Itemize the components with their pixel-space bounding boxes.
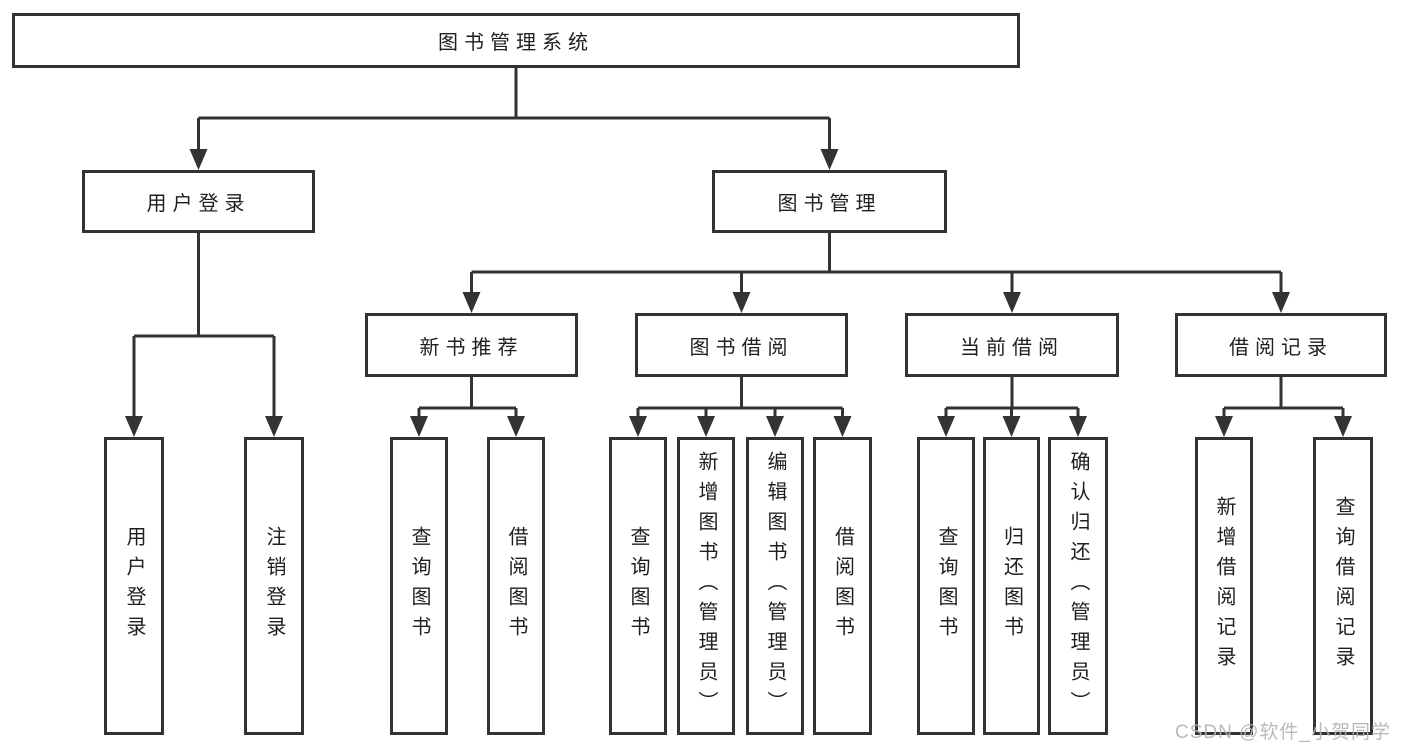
node-label: 图书管理系统: [438, 32, 594, 54]
arrowhead-icon: [1272, 292, 1290, 313]
leaf-add-book-admin: 新增图书（管理员）: [677, 437, 735, 735]
node-label: 图书管理: [777, 193, 882, 215]
leaf-edit-book-admin: 编辑图书（管理员）: [746, 437, 804, 735]
node-label: 当前借阅: [960, 336, 1064, 359]
node-label: 用户登录: [123, 526, 145, 646]
node-label: 借阅图书: [505, 526, 527, 646]
arrowhead-icon: [937, 416, 955, 437]
node-label: 查询借阅记录: [1332, 496, 1354, 676]
node-label: 图书借阅: [689, 336, 794, 359]
arrowhead-icon: [189, 149, 208, 170]
node-label: 借阅记录: [1229, 336, 1333, 359]
node-label: 查询图书: [408, 526, 430, 646]
leaf-logout: 注销登录: [244, 437, 304, 735]
arrowhead-icon: [766, 416, 784, 437]
leaf-query-books: 查询图书: [609, 437, 667, 735]
node-label: 新书推荐: [419, 336, 524, 359]
node-borrowing-records: 借阅记录: [1175, 313, 1387, 377]
node-label: 用户登录: [146, 193, 251, 215]
leaf-add-borrow-record: 新增借阅记录: [1195, 437, 1253, 735]
arrowhead-icon: [125, 416, 143, 437]
node-label: 借阅图书: [831, 526, 854, 646]
node-library-management-system: 图书管理系统: [12, 13, 1020, 68]
csdn-watermark: CSDN @软件_小贺同学: [1175, 722, 1391, 743]
arrowhead-icon: [265, 416, 283, 437]
leaf-borrow-books: 借阅图书: [487, 437, 545, 735]
arrowhead-icon: [462, 292, 481, 313]
leaf-user-login: 用户登录: [104, 437, 164, 735]
node-label: 查询图书: [935, 526, 957, 646]
node-new-book-recommendation: 新书推荐: [365, 313, 578, 377]
node-book-borrowing: 图书借阅: [635, 313, 848, 377]
leaf-query-borrow-record: 查询借阅记录: [1313, 437, 1373, 735]
leaf-return-books: 归还图书: [983, 437, 1040, 735]
arrowhead-icon: [629, 416, 647, 437]
arrowhead-icon: [1003, 292, 1021, 313]
arrowhead-icon: [697, 416, 715, 437]
leaf-query-books: 查询图书: [390, 437, 448, 735]
node-label: 确认归还（管理员）: [1067, 451, 1089, 721]
arrowhead-icon: [410, 416, 428, 437]
arrowhead-icon: [820, 149, 839, 170]
arrowhead-icon: [732, 292, 751, 313]
node-label: 查询图书: [627, 526, 649, 646]
node-label: 新增图书（管理员）: [695, 451, 717, 721]
node-user-login-group: 用户登录: [82, 170, 315, 233]
leaf-query-books: 查询图书: [917, 437, 975, 735]
arrowhead-icon: [507, 416, 525, 437]
leaf-confirm-return-admin: 确认归还（管理员）: [1048, 437, 1108, 735]
node-label: 归还图书: [1000, 526, 1023, 646]
arrowhead-icon: [1334, 416, 1352, 437]
node-current-borrowing: 当前借阅: [905, 313, 1119, 377]
node-book-management-group: 图书管理: [712, 170, 947, 233]
arrowhead-icon: [1215, 416, 1233, 437]
arrowhead-icon: [1069, 416, 1087, 437]
arrowhead-icon: [1002, 416, 1021, 437]
node-label: 新增借阅记录: [1213, 496, 1235, 676]
node-label: 注销登录: [263, 526, 285, 646]
leaf-borrow-books: 借阅图书: [813, 437, 872, 735]
arrowhead-icon: [833, 416, 852, 437]
node-label: 编辑图书（管理员）: [764, 451, 786, 721]
